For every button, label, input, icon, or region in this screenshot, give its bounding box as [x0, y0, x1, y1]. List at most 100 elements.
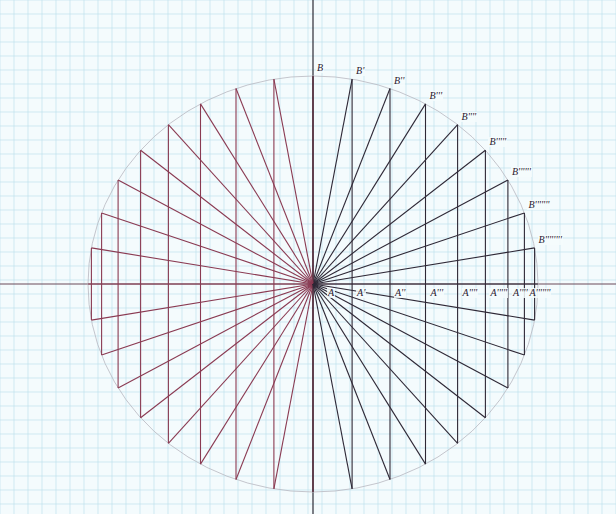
- radius-line: [313, 284, 426, 464]
- grid-line: [406, 0, 407, 514]
- grid-line: [588, 0, 589, 514]
- grid-line: [0, 364, 616, 365]
- grid-line: [168, 0, 169, 514]
- vertical-line: [118, 180, 119, 284]
- point-label: B': [355, 66, 365, 76]
- grid-line: [28, 0, 29, 514]
- point-label: A': [356, 288, 366, 298]
- radius-line: [201, 104, 314, 284]
- vertical-line: [91, 284, 92, 320]
- grid-line: [378, 0, 379, 514]
- point-label: A''''''': [528, 288, 551, 298]
- grid-line: [0, 42, 616, 43]
- grid-line: [0, 322, 616, 323]
- grid-line: [0, 504, 616, 505]
- vertical-line: [389, 284, 390, 480]
- point-label: B''''''': [527, 200, 550, 210]
- grid-line: [518, 0, 519, 514]
- point-label: B'''': [461, 112, 478, 122]
- grid-line: [0, 462, 616, 463]
- grid-line: [0, 70, 616, 71]
- radius-line: [236, 284, 313, 480]
- vertical-line: [101, 284, 102, 355]
- grid-line: [0, 0, 616, 1]
- grid-line: [0, 224, 616, 225]
- radius-line: [102, 213, 313, 284]
- radius-line: [313, 125, 458, 284]
- vertical-line: [507, 284, 508, 388]
- grid-line: [14, 0, 15, 514]
- grid-line: [84, 0, 85, 514]
- vertical-line: [534, 248, 535, 284]
- radius-line: [168, 284, 313, 443]
- vertical-line: [235, 284, 236, 480]
- point-label: B'''''''': [538, 235, 563, 245]
- radius-line: [141, 150, 313, 284]
- grid-line: [0, 420, 616, 421]
- grid-line: [56, 0, 57, 514]
- vertical-line: [200, 104, 201, 284]
- grid-line: [0, 196, 616, 197]
- grid-line: [0, 392, 616, 393]
- grid-line: [0, 56, 616, 57]
- vertical-line: [91, 248, 92, 284]
- grid-line: [0, 0, 1, 514]
- vertical-line: [101, 213, 102, 284]
- grid-line: [126, 0, 127, 514]
- grid-line: [0, 476, 616, 477]
- grid-line: [504, 0, 505, 514]
- point-label: B''': [429, 91, 444, 101]
- vertical-line: [140, 284, 141, 418]
- point-label: A'': [394, 288, 406, 298]
- grid-line: [560, 0, 561, 514]
- grid-line: [532, 0, 533, 514]
- grid-line: [0, 14, 616, 15]
- vertical-line: [485, 150, 486, 284]
- radius-line: [313, 284, 535, 320]
- grid-line: [0, 378, 616, 379]
- grid-line: [0, 448, 616, 449]
- vertical-line: [485, 284, 486, 418]
- grid-line: [0, 182, 616, 183]
- radius-line: [312, 76, 313, 284]
- radius-line: [313, 79, 352, 284]
- vertical-line: [524, 213, 525, 284]
- grid-line: [182, 0, 183, 514]
- grid-line: [0, 28, 616, 29]
- grid-line: [0, 434, 616, 435]
- grid-line: [0, 336, 616, 337]
- grid-line: [112, 0, 113, 514]
- radius-line: [313, 89, 390, 285]
- radius-line: [313, 180, 508, 284]
- grid-line: [0, 84, 616, 85]
- grid-line: [0, 406, 616, 407]
- grid-line: [280, 0, 281, 514]
- point-label: B: [316, 63, 324, 73]
- grid-line: [70, 0, 71, 514]
- radius-line: [313, 284, 485, 418]
- vertical-line: [352, 79, 353, 284]
- vertical-line: [200, 284, 201, 464]
- y-axis: [312, 0, 313, 514]
- vertical-line: [118, 284, 119, 388]
- radius-line: [91, 248, 313, 284]
- grid-line: [0, 112, 616, 113]
- grid-line: [0, 238, 616, 239]
- vertical-line: [140, 150, 141, 284]
- grid-line: [140, 0, 141, 514]
- point-label: A''''': [489, 288, 508, 298]
- vertical-line: [425, 284, 426, 464]
- grid-line: [0, 350, 616, 351]
- vertical-line: [457, 125, 458, 284]
- grid-line: [0, 490, 616, 491]
- point-label: B''''': [488, 137, 507, 147]
- vertical-line: [389, 89, 390, 285]
- vertical-line: [312, 76, 313, 284]
- grid-line: [350, 0, 351, 514]
- grid-line: [0, 154, 616, 155]
- grid-line: [266, 0, 267, 514]
- grid-line: [574, 0, 575, 514]
- grid-line: [448, 0, 449, 514]
- radius-line: [313, 284, 524, 355]
- vertical-line: [168, 284, 169, 443]
